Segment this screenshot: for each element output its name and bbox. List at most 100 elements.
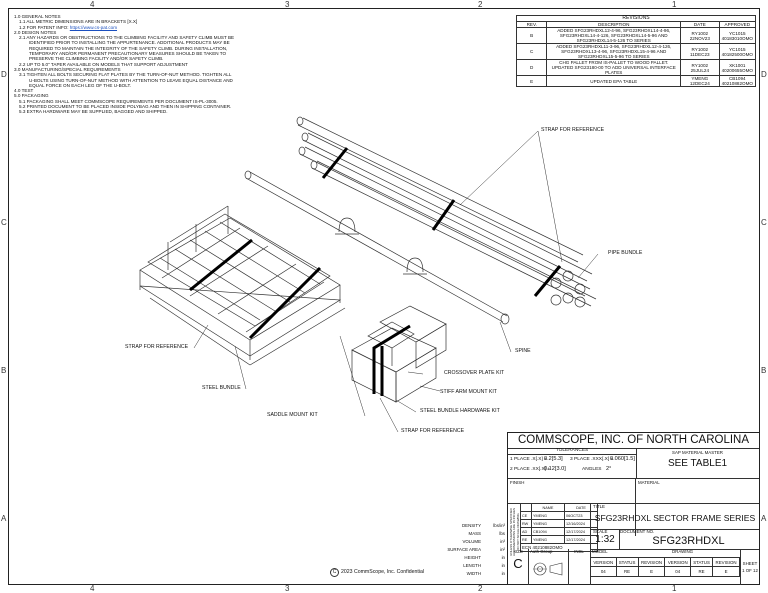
zone-bottom-2: 2 — [478, 584, 483, 593]
note-line: 5.1 PACKAGING SHALL MEET COMMSCOPE REQUI… — [14, 99, 279, 104]
version-value: E — [637, 566, 666, 577]
revision-approved-line: 40210882OMO — [721, 81, 753, 86]
note-line: 4.0 TEST — [14, 88, 279, 93]
note-text: 3.0 MANUFACTURING/SPECIAL REQUIREMENTS — [14, 66, 121, 72]
revision-description-line: PLATES — [605, 70, 623, 75]
note-text: 2.2 UP TO 5.0" TAPER AVAILABLE ON MODELS… — [19, 61, 188, 67]
revision-approved-line: 40183010OMO — [721, 35, 753, 41]
note-line: EQUAL FORCE ON EACH LEG OF THE U-BOLT. — [14, 83, 279, 88]
revision-date-line: RY1002 — [691, 62, 709, 68]
note-text: 1.0 GENERAL NOTES — [14, 14, 61, 19]
size-label: SIZE — [513, 549, 523, 554]
note-text: EQUAL FORCE ON EACH LEG OF THE U-BOLT. — [29, 82, 132, 88]
title-label: TITLE — [593, 504, 605, 509]
note-text: 5.3 EXTRA HARDWARE MAY BE SUPPLIED, BAGG… — [19, 109, 168, 115]
note-line: REQUIRED TO MAINTAIN THE INTEGRITY OF TH… — [14, 46, 279, 51]
scale-label: SCALE — [593, 529, 608, 534]
zone-right-C: C — [761, 218, 767, 227]
revision-date-line: 12DEC24 — [689, 81, 710, 86]
revision-date-line: 25JUL24 — [690, 67, 709, 73]
zone-right-A: A — [761, 514, 767, 523]
version-header: STATUS — [615, 557, 639, 567]
callout-crossover: CROSSOVER PLATE KIT — [444, 370, 505, 376]
mass-property-unit: lbs — [499, 531, 505, 536]
revision-letter: E — [515, 75, 548, 87]
title-cell: TITLE SFG23RHDXL SECTOR FRAME SERIES — [590, 503, 759, 530]
revision-description-line: ADDED SFG23RHDXL11-3-96, SFG23RHDXL12-4-… — [556, 44, 672, 49]
mass-property-label: WIDTH — [466, 571, 481, 576]
note-text: TEMPORARY AND/OR PERMANENT PRECAUTIONARY… — [29, 51, 227, 57]
tol-1place-value: 0.2[5.3] — [544, 456, 563, 462]
version-value: E — [712, 566, 740, 577]
callout-strap-top: STRAP FOR REFERENCE — [541, 127, 605, 133]
auth-cell: Auth Group — [528, 549, 569, 585]
document-number: SFG23RHDXL — [652, 535, 725, 547]
version-value: RE — [690, 566, 714, 577]
note-line: 2.1 ANY HAZARDS OR OBSTRUCTIONS TO THE C… — [14, 35, 279, 40]
mass-property-label: LENGTH — [463, 563, 481, 568]
revision-approved-line: YC1015 — [728, 46, 746, 52]
patent-link[interactable]: https://www.cs-pat.com — [69, 24, 118, 30]
revision-description-line: SFG23RHDXL14-5-126 TO SERIES — [576, 38, 651, 43]
revision-approved-line: YC1015 — [728, 30, 746, 36]
note-text: 5.2 PRINTED DOCUMENT TO BE PLACED INSIDE… — [19, 104, 232, 110]
version-value: RE — [615, 566, 639, 577]
callout-spine: SPINE — [515, 348, 531, 354]
revision-approved-line: 40182500OMO — [721, 51, 753, 57]
revision-approved-line: CB1094 — [728, 76, 746, 81]
revision-description-line: CHG PALLET FROM IS-PALLET TO WOOD PALLET… — [559, 60, 669, 65]
note-line: 2.2 UP TO 5.0" TAPER AVAILABLE ON MODELS… — [14, 62, 279, 67]
scale-value: 1:32 — [595, 534, 615, 545]
version-header: VERSION — [590, 557, 617, 567]
note-line: 1.1 ALL METRIC DIMENSIONS ARE IN BRACKET… — [14, 19, 279, 24]
revision-description-line: SFG23RHDXL13-4-96, SFG23RHDXL15-4-96 AND — [561, 49, 667, 54]
signature-name: YMENG — [531, 511, 565, 520]
model-label: MODEL — [592, 549, 608, 554]
sign-header-name: NAME — [531, 503, 565, 512]
revision-date-line: RY1002 — [691, 30, 709, 36]
mass-property-unit: lbs/in³ — [493, 523, 505, 528]
tol-3place-label: 3 PLACE .XXX[.X] ± — [570, 457, 614, 462]
mass-property-unit: in — [501, 571, 505, 576]
finish-label: FINISH — [510, 480, 525, 485]
zone-bottom-1: 1 — [672, 584, 677, 593]
sheet-label: SHEET — [742, 561, 758, 566]
copyright-icon: C — [330, 568, 339, 577]
title-block: COMMSCOPE, INC. OF NORTH CAROLINA TOLERA… — [507, 432, 760, 585]
revisions-table: REVISIONS REV. DESCRIPTION DATE APPROVED… — [515, 15, 757, 87]
note-line: 5.2 PRINTED DOCUMENT TO BE PLACED INSIDE… — [14, 104, 279, 109]
note-text: 4.0 TEST — [14, 88, 34, 94]
tol-1place-label: 1 PLACE .X[.X] ± — [510, 457, 547, 462]
company-name: COMMSCOPE, INC. OF NORTH CAROLINA — [508, 433, 759, 449]
projection-symbol-icon — [533, 562, 563, 576]
note-text: 3.1 TIGHTEN ALL BOLTS SECURING FLAT PLAT… — [19, 72, 232, 78]
size-value: C — [513, 556, 523, 571]
revision-date-line: 11DEC23 — [690, 51, 710, 57]
note-line: 1.2 FOR PATENT INFO: https://www.cs-pat.… — [14, 25, 279, 30]
zone-left-C: C — [1, 218, 7, 227]
revision-date-line: YMENG — [691, 76, 709, 81]
mass-property-unit: in² — [500, 547, 505, 552]
signature-name: CB1094 — [531, 527, 565, 536]
version-header: STATUS — [690, 557, 714, 567]
version-header: REVISION — [712, 557, 740, 567]
mass-property-unit: in³ — [500, 539, 505, 544]
revision-description-line: SFG23RHDXL14-4-126, SFG23RHDXL14-5-96 AN… — [559, 33, 668, 38]
note-line: 3.0 MANUFACTURING/SPECIAL REQUIREMENTS — [14, 67, 279, 72]
material-label: MATERIAL — [638, 480, 660, 485]
callout-strap-bottom: STRAP FOR REFERENCE — [401, 428, 465, 434]
version-header: REVISION — [637, 557, 666, 567]
